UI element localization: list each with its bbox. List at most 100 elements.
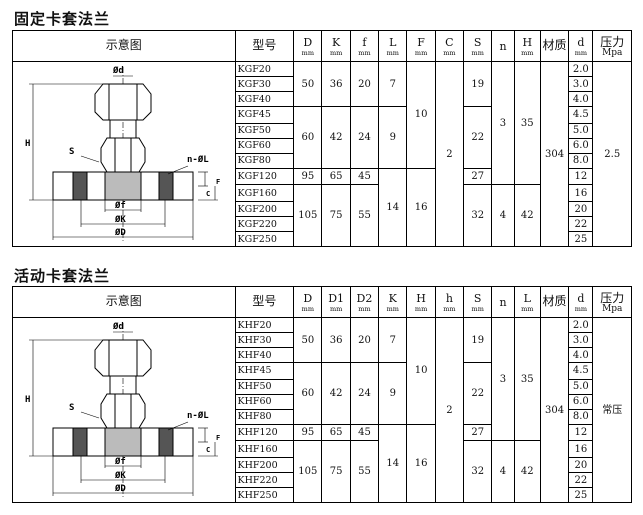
val-h: 35 [513, 316, 541, 442]
header-material: 材质 [539, 286, 570, 318]
val-dd: 25 [568, 487, 594, 503]
val-dd: 4.0 [568, 347, 594, 363]
val-d: 105 [293, 184, 323, 247]
val-dd: 12 [568, 167, 594, 186]
val-dd: 4.0 [568, 91, 594, 107]
val-d: 50 [293, 317, 323, 363]
val-n: 3 [491, 60, 515, 186]
val-dd: 22 [568, 472, 594, 488]
header-col: n [491, 286, 515, 318]
model-cell: KGF20 [234, 61, 295, 77]
model-cell: KHF80 [234, 408, 295, 425]
val-s: 32 [463, 184, 493, 247]
val-h: 42 [513, 440, 541, 503]
val-f: 24 [349, 106, 380, 169]
val-f: 20 [349, 317, 380, 363]
val-k: 75 [321, 440, 351, 503]
section-title-fixed: 固定卡套法兰 [14, 10, 111, 28]
val-d: 60 [293, 106, 323, 169]
val-dd: 5.0 [568, 122, 594, 139]
val-l: 14 [378, 167, 408, 248]
val-c: 2 [434, 317, 465, 503]
val-l: 7 [378, 61, 408, 107]
val-k: 75 [321, 184, 351, 247]
val-ff: 10 [406, 61, 436, 169]
val-ff: 16 [406, 167, 436, 248]
val-k: 42 [321, 106, 351, 169]
val-dd: 22 [568, 216, 594, 232]
val-dd: 6.0 [568, 393, 594, 410]
val-pressure: 2.5 [592, 61, 632, 247]
val-n: 4 [491, 184, 515, 247]
val-d: 60 [293, 362, 323, 425]
val-dd: 2.0 [568, 61, 594, 77]
val-dd: 8.0 [568, 408, 594, 425]
val-h: 42 [513, 184, 541, 247]
val-k: 65 [321, 167, 351, 186]
val-f: 45 [349, 423, 380, 442]
val-c: 2 [434, 61, 465, 247]
movable-flange-drawing: Ød S n-ØL H C F Øf ØK ØD [25, 321, 220, 498]
model-cell: KGF80 [234, 152, 295, 169]
model-cell: KHF160 [234, 440, 295, 458]
val-s: 19 [463, 61, 493, 107]
model-cell: KHF50 [234, 378, 295, 395]
val-s: 27 [463, 423, 493, 442]
val-d: 50 [293, 61, 323, 107]
model-cell: KHF220 [234, 472, 295, 488]
val-dd: 20 [568, 457, 594, 473]
label-phi-k: ØK [114, 470, 126, 481]
label-n-phil: n-ØL [187, 154, 209, 165]
label-phi-d: Ød [112, 65, 124, 76]
model-cell: KGF120 [234, 167, 295, 186]
label-s: S [69, 403, 74, 413]
val-pressure: 常压 [592, 317, 632, 503]
label-h: H [25, 139, 30, 149]
val-material: 304 [539, 61, 570, 247]
val-s: 32 [463, 440, 493, 503]
label-c: C [206, 190, 210, 198]
header-material: 材质 [539, 30, 570, 62]
val-k: 65 [321, 423, 351, 442]
val-f: 45 [349, 167, 380, 186]
val-s: 22 [463, 106, 493, 169]
val-s: 27 [463, 167, 493, 186]
val-dd: 4.5 [568, 106, 594, 124]
model-cell: KHF120 [234, 423, 295, 442]
label-c: C [206, 446, 210, 454]
val-dd: 3.0 [568, 332, 594, 348]
val-k: 42 [321, 362, 351, 425]
header-col: n [491, 30, 515, 62]
label-phi-dd: ØD [114, 227, 126, 238]
val-dd: 4.5 [568, 362, 594, 380]
val-material: 304 [539, 317, 570, 503]
val-l: 9 [378, 362, 408, 425]
model-cell: KGF30 [234, 76, 295, 92]
section-title-movable: 活动卡套法兰 [14, 267, 111, 285]
val-n: 4 [491, 440, 515, 503]
val-dd: 16 [568, 440, 594, 458]
flange-diagram: Ød S n-ØL H C F Øf ØK ØD [12, 61, 236, 247]
val-d: 105 [293, 440, 323, 503]
val-l: 14 [378, 423, 408, 504]
val-k: 36 [321, 317, 351, 363]
model-cell: KGF50 [234, 122, 295, 139]
model-cell: KHF20 [234, 317, 295, 333]
model-cell: KGF160 [234, 184, 295, 202]
model-cell: KGF60 [234, 137, 295, 154]
val-l: 9 [378, 106, 408, 169]
val-dd: 12 [568, 423, 594, 442]
